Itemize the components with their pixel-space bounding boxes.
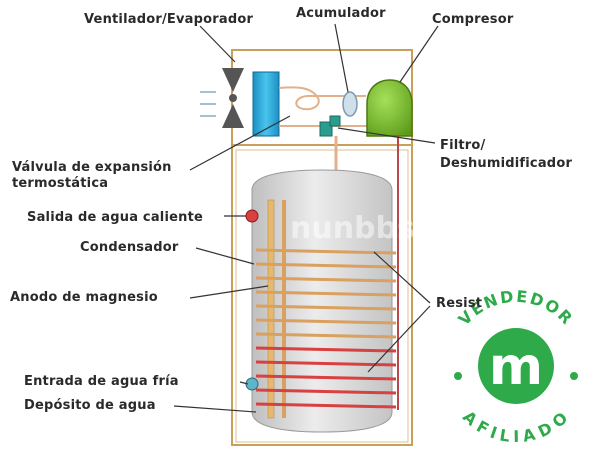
hot-water-pipe [282, 200, 286, 418]
badge-circle [478, 328, 554, 404]
label-salida-agua-caliente: Salida de agua caliente [27, 210, 204, 225]
water-tank [251, 169, 393, 433]
evaporator-block [252, 71, 280, 137]
leader-lines [173, 23, 439, 413]
inner-housing [235, 149, 409, 443]
hot-water-outlet [245, 209, 259, 223]
label-filtro-2: Deshumidificador [440, 156, 573, 171]
resistance-coil [255, 360, 397, 367]
anode-rod [267, 199, 275, 419]
resistance-coil [255, 346, 397, 353]
resistance-coil [255, 402, 397, 409]
condenser-coil [255, 304, 397, 311]
label-anodo-magnesio: Anodo de magnesio [10, 290, 158, 305]
badge-bottom-text: AFILIADO [459, 407, 571, 446]
badge-dot-left [454, 372, 462, 380]
condenser-coil [255, 318, 397, 325]
condenser-coil [255, 290, 397, 297]
refrigerant-pipe [278, 86, 366, 111]
condenser-coil [255, 262, 397, 269]
label-acumulador: Acumulador [296, 6, 386, 21]
label-compresor: Compresor [432, 12, 514, 27]
badge-letter: m [489, 337, 543, 397]
label-filtro-1: Filtro/ [440, 138, 486, 153]
label-valvula-1: Válvula de expansión [12, 160, 172, 175]
watermark: nunbbs [290, 211, 415, 246]
label-resistencia: Resist [436, 296, 483, 311]
resistance-coil [255, 374, 397, 381]
accumulator-icon [342, 91, 358, 117]
unit-housing [231, 49, 413, 446]
label-valvula-2: termostática [12, 176, 109, 191]
condenser-coil [255, 248, 397, 255]
resistance-coil [255, 388, 397, 395]
label-entrada-agua-fria: Entrada de agua fría [24, 374, 179, 389]
condenser-coil [255, 332, 397, 339]
label-condensador: Condensador [80, 240, 179, 255]
badge-dot-right [570, 372, 578, 380]
fan-icon [200, 68, 244, 128]
condenser-coil [255, 276, 397, 283]
condenser-coils [255, 248, 397, 409]
label-ventilador-evaporador: Ventilador/Evaporador [84, 12, 254, 27]
filter-icon [319, 115, 341, 137]
compressor-icon [366, 79, 413, 137]
label-deposito-agua: Depósito de agua [24, 398, 156, 413]
svg-text:AFILIADO: AFILIADO [459, 407, 573, 446]
